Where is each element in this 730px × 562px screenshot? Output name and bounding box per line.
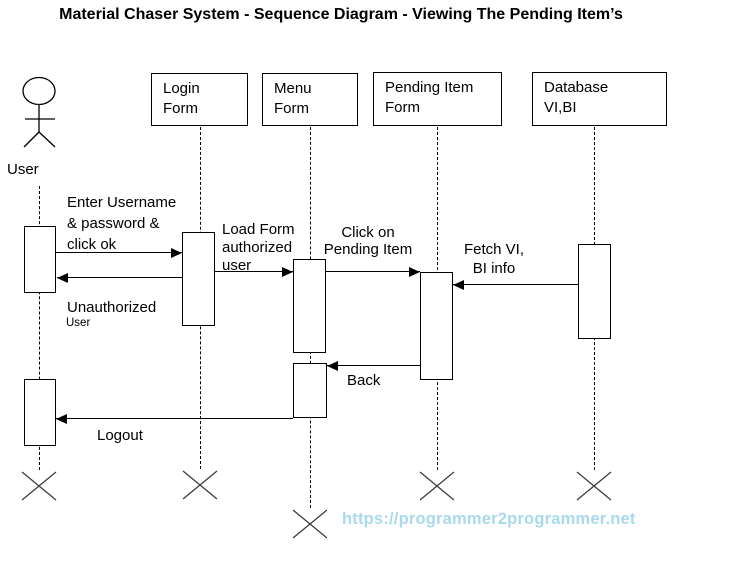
activation-menu-form-1	[293, 259, 326, 353]
message-arrow-unauthorized-return	[57, 277, 182, 278]
lifeline-user	[39, 186, 40, 470]
object-box-pending-item-form: Pending Item Form	[373, 72, 502, 126]
arrowhead-icon	[327, 361, 338, 371]
arrowhead-icon	[57, 273, 68, 283]
message-arrow-enter-credentials	[56, 252, 182, 253]
message-arrow-logout	[56, 418, 293, 419]
activation-pending-item-form	[420, 272, 453, 380]
message-label-back: Back	[347, 372, 381, 389]
message-label-fetch-vi-bi: Fetch VI, BI info	[463, 241, 525, 277]
object-box-menu-form: Menu Form	[262, 73, 358, 126]
message-label-unauthorized-user: User	[66, 317, 91, 329]
watermark-url: https://programmer2programmer.net	[342, 510, 636, 528]
message-arrow-click-pending-item	[326, 271, 420, 272]
destroy-x-icon	[292, 509, 328, 539]
message-arrow-back	[327, 365, 420, 366]
arrowhead-icon	[56, 414, 67, 424]
user-actor-icon	[22, 76, 56, 148]
object-box-login-form: Login Form	[151, 73, 248, 126]
destroy-x-icon	[576, 471, 612, 501]
actor-label: User	[7, 161, 39, 178]
activation-user-2	[24, 379, 56, 446]
diagram-title: Material Chaser System - Sequence Diagra…	[59, 6, 623, 23]
activation-database	[578, 244, 611, 339]
arrowhead-icon	[409, 267, 420, 277]
message-label-unauthorized: Unauthorized	[67, 299, 157, 316]
activation-login-form	[182, 232, 215, 326]
arrowhead-icon	[282, 267, 293, 277]
destroy-x-icon	[419, 471, 455, 501]
object-box-database: Database VI,BI	[532, 72, 667, 126]
message-label-click-pending-item: Click on Pending Item	[323, 224, 413, 258]
message-arrow-load-form	[215, 271, 293, 272]
message-label-load-form: Load Form authorized user	[222, 221, 295, 274]
message-arrow-fetch-vi-bi	[453, 284, 578, 285]
destroy-x-icon	[182, 470, 218, 500]
activation-menu-form-2	[293, 363, 327, 418]
message-label-enter-credentials: Enter Username & password & click ok	[67, 194, 177, 253]
message-label-logout: Logout	[97, 427, 143, 444]
arrowhead-icon	[453, 280, 464, 290]
arrowhead-icon	[171, 248, 182, 258]
destroy-x-icon	[21, 471, 57, 501]
activation-user-1	[24, 226, 56, 293]
